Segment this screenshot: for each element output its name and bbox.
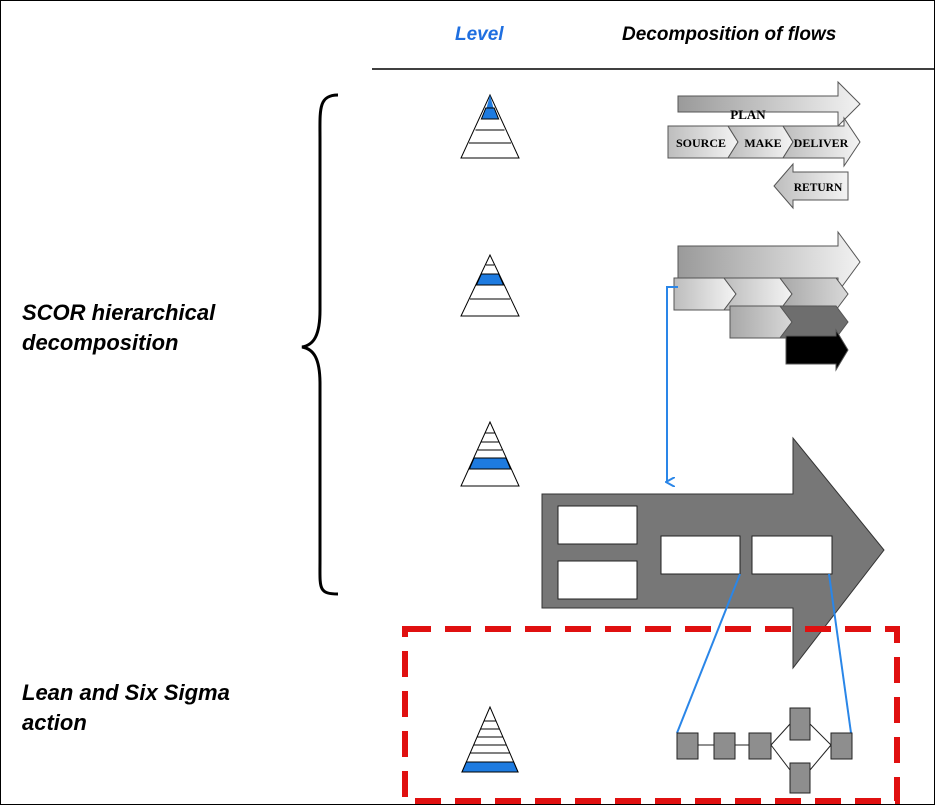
level-3-process-boxes (557, 505, 833, 600)
level-1-pyramid-icon (460, 93, 520, 159)
lean-six-sigma-dashed-box (402, 626, 900, 804)
level-2-to-3-connector (667, 286, 678, 482)
scor-label-line-1: SCOR hierarchical (22, 300, 216, 325)
scor-hierarchical-label: SCOR hierarchical decomposition (22, 298, 215, 358)
level-4-pyramid-icon (461, 705, 519, 773)
process-box (660, 535, 741, 575)
decomposition-column-header: Decomposition of flows (622, 24, 837, 45)
zoom-line-left (676, 573, 741, 734)
process-box (751, 535, 833, 575)
deliver-arrow (782, 116, 861, 168)
lean-label-line-2: action (22, 710, 87, 735)
return-label: RETURN (794, 182, 843, 194)
level-2-flows (673, 230, 861, 372)
process-box (557, 505, 638, 545)
source-label: SOURCE (676, 136, 726, 150)
level-4-process-chart (676, 707, 853, 794)
return-arrow (773, 162, 849, 210)
make-label: MAKE (744, 136, 781, 150)
process-box (557, 560, 638, 600)
scor-brace (301, 93, 339, 596)
deliver-label: DELIVER (794, 136, 849, 150)
plan-label: PLAN (730, 107, 766, 122)
level-1-flows (667, 80, 861, 210)
level-column-header: Level (455, 24, 504, 45)
level-3-pyramid-icon (460, 420, 520, 487)
lean-label-line-1: Lean and Six Sigma (22, 680, 230, 705)
scor-label-line-2: decomposition (22, 330, 179, 355)
plan-arrow (677, 80, 861, 128)
lean-six-sigma-label: Lean and Six Sigma action (22, 678, 230, 738)
level-2-pyramid-icon (460, 253, 520, 317)
zoom-line-right (828, 573, 852, 734)
